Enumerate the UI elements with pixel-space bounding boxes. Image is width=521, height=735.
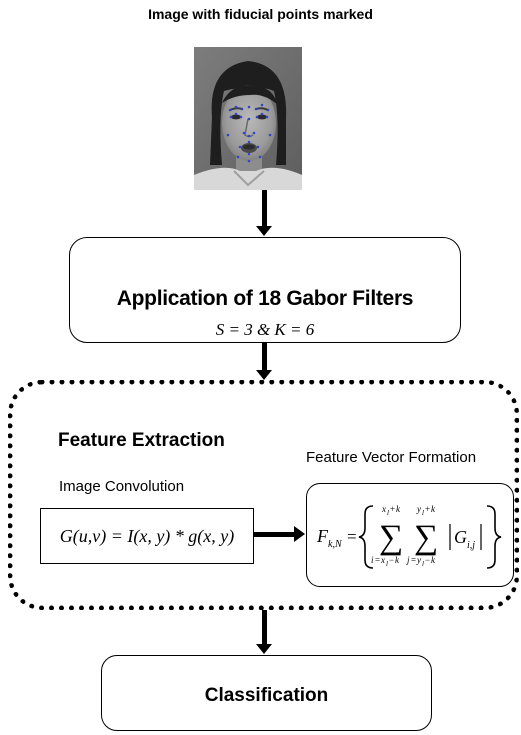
svg-text:k: k bbox=[431, 555, 436, 565]
image-caption: Image with fiducial points marked bbox=[148, 6, 373, 22]
svg-text:−: − bbox=[425, 555, 430, 565]
svg-text:k,N: k,N bbox=[328, 539, 343, 550]
svg-text:j: j bbox=[406, 555, 410, 565]
feature-vector-formula-box: F k,N = x l + k ∑ i = x l − k y l + k ∑ … bbox=[306, 483, 514, 587]
svg-text:i,j: i,j bbox=[467, 540, 475, 551]
svg-text:G: G bbox=[454, 527, 467, 547]
svg-text:x: x bbox=[380, 555, 385, 565]
arrow-to-feature-vector-head bbox=[294, 526, 305, 542]
face-image bbox=[194, 47, 302, 190]
classification-box: Classification bbox=[101, 655, 432, 731]
image-convolution-label: Image Convolution bbox=[59, 478, 185, 495]
svg-text:−: − bbox=[389, 555, 394, 565]
arrow-to-feature-extraction bbox=[262, 343, 267, 371]
feature-extraction-title: Feature Extraction bbox=[58, 430, 225, 451]
svg-text:k: k bbox=[395, 555, 400, 565]
svg-text:l: l bbox=[386, 560, 388, 568]
arrow-to-feature-vector bbox=[254, 532, 296, 537]
feature-vector-formula: F k,N = x l + k ∑ i = x l − k y l + k ∑ … bbox=[316, 504, 502, 569]
svg-text:y: y bbox=[416, 555, 421, 565]
gabor-filter-box: Application of 18 Gabor Filters S = 3 & … bbox=[69, 237, 461, 343]
svg-text:+: + bbox=[425, 504, 430, 514]
arrow-to-gabor bbox=[262, 190, 267, 227]
gabor-filter-params: S = 3 & K = 6 bbox=[215, 320, 315, 339]
svg-text:l: l bbox=[387, 509, 389, 517]
svg-text:∑: ∑ bbox=[414, 519, 438, 556]
svg-text:y: y bbox=[416, 504, 421, 514]
fiducial-points bbox=[226, 103, 272, 163]
arrow-to-feature-extraction-head bbox=[256, 370, 272, 380]
svg-text:=: = bbox=[347, 527, 357, 546]
svg-text:∑: ∑ bbox=[379, 519, 403, 556]
svg-text:=: = bbox=[375, 555, 380, 565]
svg-text:k: k bbox=[396, 504, 401, 514]
svg-text:l: l bbox=[422, 560, 424, 568]
svg-text:=: = bbox=[411, 555, 416, 565]
arrow-to-classification bbox=[262, 610, 267, 645]
svg-text:F: F bbox=[316, 526, 329, 546]
arrow-to-gabor-head bbox=[256, 226, 272, 236]
svg-text:x: x bbox=[381, 504, 386, 514]
convolution-formula-box: G(u,v) = I(x, y) * g(x, y) bbox=[40, 508, 254, 564]
svg-text:i: i bbox=[371, 555, 374, 565]
feature-extraction-region bbox=[8, 380, 519, 610]
face-illustration bbox=[194, 47, 302, 190]
gabor-filter-title: Application of 18 Gabor Filters bbox=[116, 287, 414, 310]
svg-text:+: + bbox=[390, 504, 395, 514]
svg-text:l: l bbox=[422, 509, 424, 517]
arrow-to-classification-head bbox=[256, 644, 272, 654]
classification-title: Classification bbox=[204, 685, 329, 706]
feature-vector-formation-label: Feature Vector Formation bbox=[306, 449, 477, 466]
svg-text:k: k bbox=[431, 504, 436, 514]
